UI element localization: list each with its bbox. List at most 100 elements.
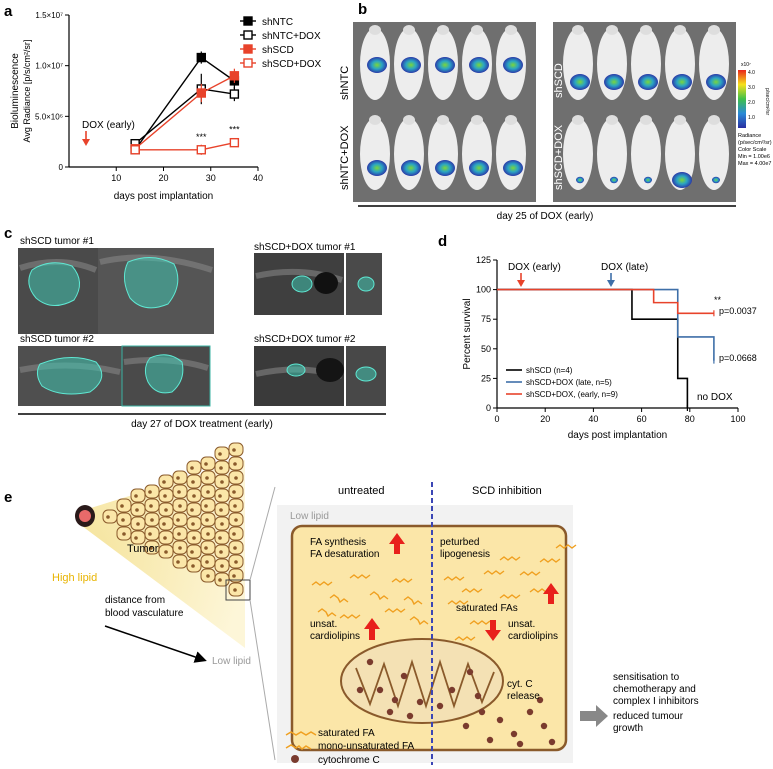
- us-label-shscd-2: shSCD tumor #2: [20, 334, 94, 345]
- cell-nucleus: [204, 462, 208, 466]
- cell-nucleus: [206, 574, 210, 578]
- x-tick-label: 40: [588, 414, 598, 424]
- data-point: [229, 89, 240, 99]
- legend-cytochrome-c: cytochrome C: [318, 755, 380, 766]
- saturated-fa: [555, 544, 577, 549]
- blood-vessel-lumen: [79, 510, 91, 522]
- panel-b: b shNTC shNTC+DOX shSCD shSCD+DOX x10⁷ 4…: [339, 1, 772, 222]
- cell-nucleus: [177, 532, 181, 536]
- cell-nucleus: [205, 476, 209, 480]
- mouse-head: [471, 25, 483, 35]
- cytochrome-c-dot: [510, 730, 518, 738]
- cell-nucleus: [177, 490, 181, 494]
- luminescence-signal: [435, 160, 455, 176]
- cytochrome-c-dot: [386, 708, 394, 716]
- mouse-silhouette: [496, 118, 526, 190]
- no-dox-label: no DOX: [697, 392, 733, 403]
- mouse-head: [640, 115, 652, 125]
- svg-text:sensitisation to: sensitisation to: [613, 672, 680, 683]
- cell-nucleus: [106, 515, 110, 519]
- mitochondrion: [340, 638, 504, 724]
- luminescence-signal: [367, 57, 387, 73]
- luminescence-signal: [672, 74, 692, 90]
- tumor-cell: [200, 498, 216, 513]
- cell-nucleus: [233, 504, 237, 508]
- x-tick-label: 20: [158, 173, 168, 183]
- mouse-silhouette: [699, 118, 729, 190]
- tumor-cell: [172, 554, 188, 569]
- cell-nucleus: [176, 476, 180, 480]
- cell-nucleus: [190, 466, 194, 470]
- distance-label: distance from: [105, 595, 165, 606]
- us-label-shscd-dox-1: shSCD+DOX tumor #1: [254, 242, 356, 253]
- luminescence-signal: [401, 160, 421, 176]
- mouse-head: [708, 25, 720, 35]
- panel-c: c shSCD tumor #1 shSCD tumor #2 shSCD+DO…: [4, 225, 386, 430]
- luminescence-signal: [604, 74, 624, 90]
- cytochrome-c-dot: [376, 686, 384, 694]
- cell-nucleus: [190, 508, 194, 512]
- cytochrome-c-dot: [496, 716, 504, 724]
- cell-nucleus: [162, 480, 166, 484]
- colorbar-tick: 3.0: [748, 85, 755, 91]
- legend-marker: [243, 58, 253, 68]
- cell-nucleus: [191, 480, 195, 484]
- mouse-silhouette: [462, 118, 492, 190]
- svg-text:chemotherapy and: chemotherapy and: [613, 684, 696, 695]
- mitochondrial-cristae: [355, 659, 495, 709]
- cell-nucleus: [178, 504, 182, 508]
- tumor-cell: [186, 502, 202, 517]
- us-label-shscd-1: shSCD tumor #1: [20, 236, 94, 247]
- luminescence-signal: [469, 57, 489, 73]
- svg-text:Color Scale: Color Scale: [738, 147, 766, 153]
- cell-nucleus: [150, 518, 154, 522]
- tumor-cell: [130, 530, 146, 545]
- outcome-arrow: [580, 705, 608, 727]
- svg-text:Max = 4.00e7: Max = 4.00e7: [738, 161, 771, 167]
- cell-nucleus: [220, 480, 224, 484]
- cell-nucleus: [219, 550, 223, 554]
- cell-nucleus: [234, 518, 238, 522]
- tumor-cell: [186, 460, 202, 475]
- x-tick-label: 40: [253, 173, 263, 183]
- mouse-silhouette: [428, 118, 458, 190]
- mouse-head: [674, 25, 686, 35]
- y-tick-label: 100: [476, 285, 491, 295]
- radiance-colorbar: [738, 70, 746, 128]
- series-line: [135, 141, 235, 151]
- cell-nucleus: [192, 536, 196, 540]
- luminescence-signal: [469, 160, 489, 176]
- cytochrome-c-dot: [406, 712, 414, 720]
- saturated-fa: [519, 571, 541, 576]
- mouse-head: [674, 115, 686, 125]
- mono-unsaturated-fa: [329, 594, 349, 604]
- cell-nucleus: [190, 550, 194, 554]
- cell-nucleus: [204, 546, 208, 550]
- saturated-fa: [384, 608, 406, 613]
- cell-nucleus: [232, 532, 236, 536]
- dox-early-arrowhead: [82, 139, 90, 146]
- cytochrome-c-dot: [416, 698, 424, 706]
- data-point: [196, 88, 207, 98]
- cell-nucleus: [205, 518, 209, 522]
- cytochrome-c-dot: [466, 668, 474, 676]
- cytc-release-label: release: [507, 691, 540, 702]
- cell-nucleus: [233, 588, 237, 592]
- cytochrome-c-dot: [474, 692, 482, 700]
- cell-nucleus: [206, 490, 210, 494]
- cell-nucleus: [135, 508, 139, 512]
- zoom-line: [249, 599, 276, 761]
- x-tick-label: 60: [637, 414, 647, 424]
- cytochrome-c-dot: [448, 686, 456, 694]
- legend-marker: [243, 44, 253, 54]
- panel-b-letter: b: [358, 1, 367, 18]
- mouse-head: [708, 115, 720, 125]
- luminescence-signal: [367, 160, 387, 176]
- tumor-cell: [102, 509, 118, 524]
- cell-nucleus: [218, 494, 222, 498]
- luminescence-signal: [638, 74, 658, 90]
- x-tick-label: 100: [730, 414, 745, 424]
- down-arrow: [485, 620, 501, 641]
- luminescence-signal: [570, 74, 590, 90]
